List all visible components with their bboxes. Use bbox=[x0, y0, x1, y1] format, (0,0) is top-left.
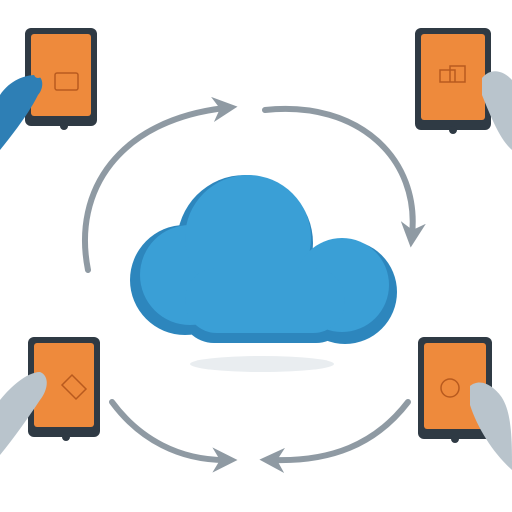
cloud-shadow bbox=[190, 356, 334, 372]
